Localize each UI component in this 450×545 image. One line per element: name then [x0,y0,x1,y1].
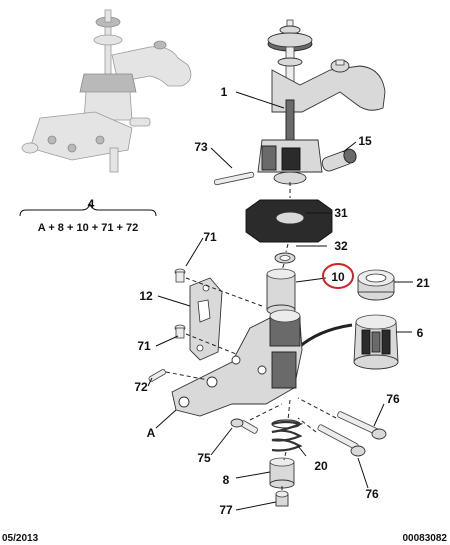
bolt-76-lower [317,424,366,457]
callout-71-upper: 71 [203,230,217,244]
footer-date: 05/2013 [2,533,39,544]
nut-77 [275,490,289,507]
spring-20 [271,419,304,452]
callout-20: 20 [314,459,328,473]
leader-lines [147,91,413,511]
kit-formula: A + 8 + 10 + 71 + 72 [38,222,139,234]
callout-4: 4 [88,197,95,211]
pin-72 [148,369,166,382]
bolt-71-lower [174,324,186,339]
callout-76-lower: 76 [365,487,379,501]
pivot-housing [213,139,357,186]
callout-A: A [147,426,156,440]
callout-76-upper: 76 [386,392,400,406]
callout-73: 73 [194,140,208,154]
assembly-lines [165,182,337,492]
callout-10: 10 [331,270,345,284]
callout-77: 77 [219,503,233,517]
assembled-thumbnail [21,9,192,173]
callout-12: 12 [139,289,153,303]
callout-15: 15 [358,134,372,148]
bolt-76-upper [337,411,387,440]
ring-21 [357,269,395,301]
formula-bracket [19,202,157,217]
base-bracket-A [171,309,303,417]
highlight-circle [322,263,354,289]
callout-31: 31 [334,206,348,220]
callout-6: 6 [417,326,424,340]
bush-8 [269,457,295,489]
selector-lever [267,19,386,168]
callout-21: 21 [416,276,430,290]
callout-1: 1 [221,85,228,99]
cage-6 [353,314,399,370]
bush-10 [266,268,296,316]
footer-reference: 00083082 [403,533,448,544]
guide-bush-31 [245,199,333,243]
callout-75: 75 [197,451,211,465]
callout-72: 72 [134,380,148,394]
bolt-71-upper [174,268,186,283]
callout-71-lower: 71 [137,339,151,353]
plate-12 [189,277,223,361]
assembly-arrow [296,323,353,350]
screw-75 [230,418,258,434]
callout-8: 8 [223,473,230,487]
callout-32: 32 [334,239,348,253]
